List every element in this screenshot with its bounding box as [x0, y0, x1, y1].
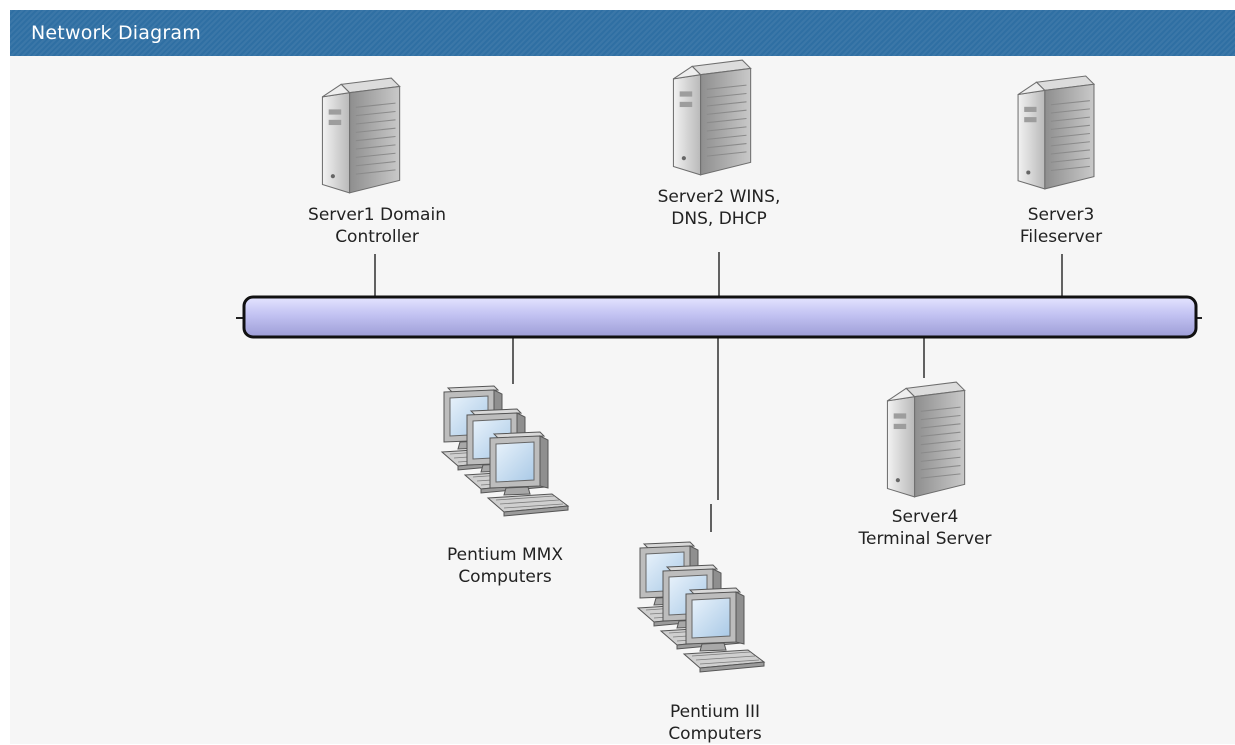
server4-label: Server4 Terminal Server — [810, 506, 1040, 550]
server1-label: Server1 Domain Controller — [262, 204, 492, 248]
server-tower-icon — [672, 59, 752, 176]
connection-lines — [374, 252, 1063, 532]
server3-label-line2: Fileserver — [1019, 227, 1103, 247]
server1-label-line1: Server1 Domain — [308, 205, 446, 225]
computer-group-icon — [442, 386, 568, 516]
mmx-label: Pentium MMX Computers — [390, 544, 620, 588]
network-backbone — [236, 295, 1202, 339]
p3-label: Pentium III Computers — [600, 701, 830, 745]
panel-title: Network Diagram — [31, 22, 201, 44]
server2-label-line1: Server2 WINS, — [657, 187, 781, 207]
p3-label-line2: Computers — [668, 724, 762, 744]
server-tower-icon — [1017, 75, 1095, 190]
p3-label-line1: Pentium III — [669, 702, 761, 722]
computer-group-icon — [638, 542, 764, 672]
server1-label-line2: Controller — [335, 227, 419, 247]
server4-label-line1: Server4 — [891, 507, 959, 527]
server3-label: Server3 Fileserver — [946, 204, 1176, 248]
server4-label-line2: Terminal Server — [858, 529, 992, 549]
server2-label: Server2 WINS, DNS, DHCP — [604, 186, 834, 230]
server-tower-icon — [886, 381, 966, 498]
server3-label-line1: Server3 — [1027, 205, 1095, 225]
server2-label-line2: DNS, DHCP — [671, 209, 767, 229]
server-tower-icon — [321, 77, 401, 194]
mmx-label-line1: Pentium MMX — [447, 545, 563, 565]
mmx-label-line2: Computers — [458, 567, 552, 587]
panel-header: Network Diagram — [10, 10, 1235, 56]
